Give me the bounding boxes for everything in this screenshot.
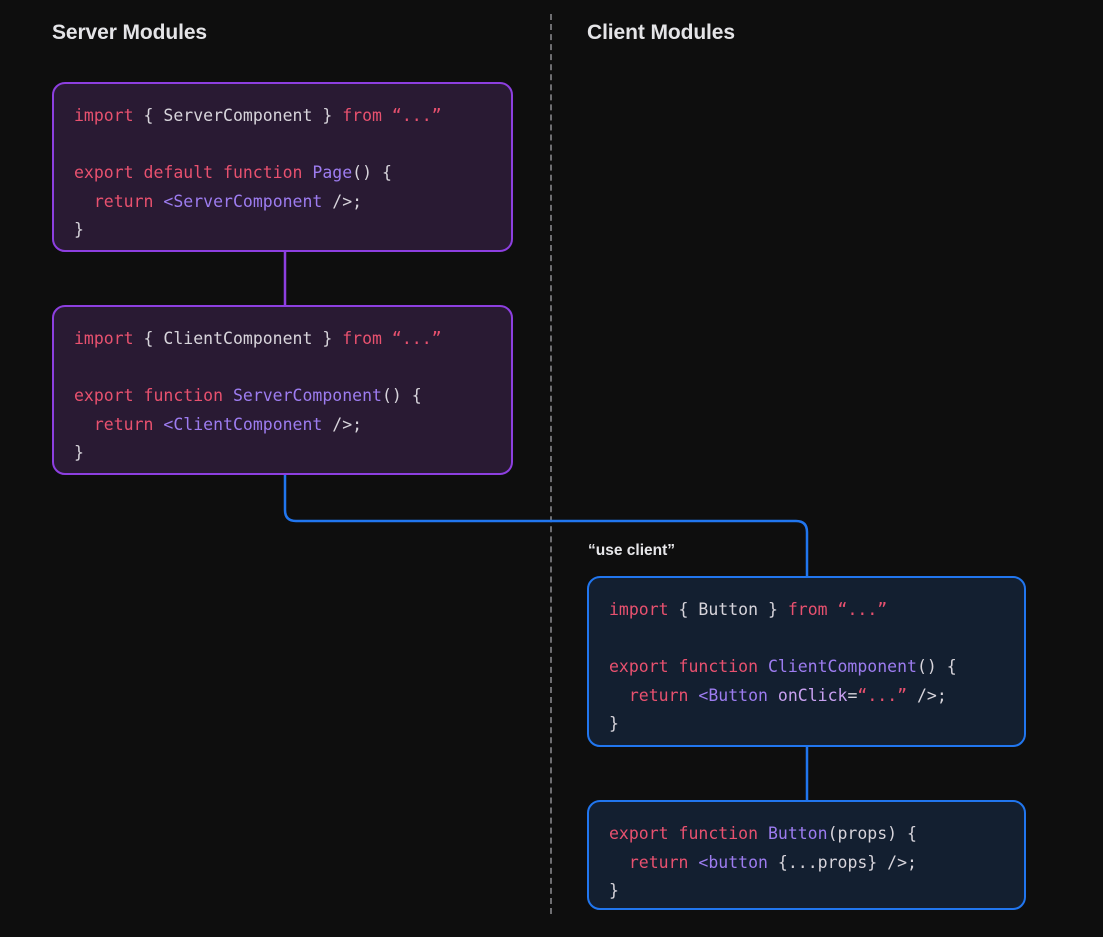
code-content-server-component: import { ClientComponent } from “...” ex… bbox=[74, 325, 491, 468]
column-heading-server: Server Modules bbox=[52, 21, 207, 45]
connector-server-component-to-client-component bbox=[285, 475, 807, 576]
use-client-directive-label: “use client” bbox=[588, 541, 681, 561]
code-content-button: export function Button(props) { return <… bbox=[609, 820, 1004, 906]
code-box-client-component[interactable]: import { Button } from “...” export func… bbox=[587, 576, 1026, 747]
code-content-client-component: import { Button } from “...” export func… bbox=[609, 596, 1004, 739]
code-box-button[interactable]: export function Button(props) { return <… bbox=[587, 800, 1026, 910]
code-content-page: import { ServerComponent } from “...” ex… bbox=[74, 102, 491, 245]
column-divider bbox=[550, 14, 552, 914]
code-box-server-component[interactable]: import { ClientComponent } from “...” ex… bbox=[52, 305, 513, 475]
code-box-page[interactable]: import { ServerComponent } from “...” ex… bbox=[52, 82, 513, 252]
column-heading-client: Client Modules bbox=[587, 21, 735, 45]
